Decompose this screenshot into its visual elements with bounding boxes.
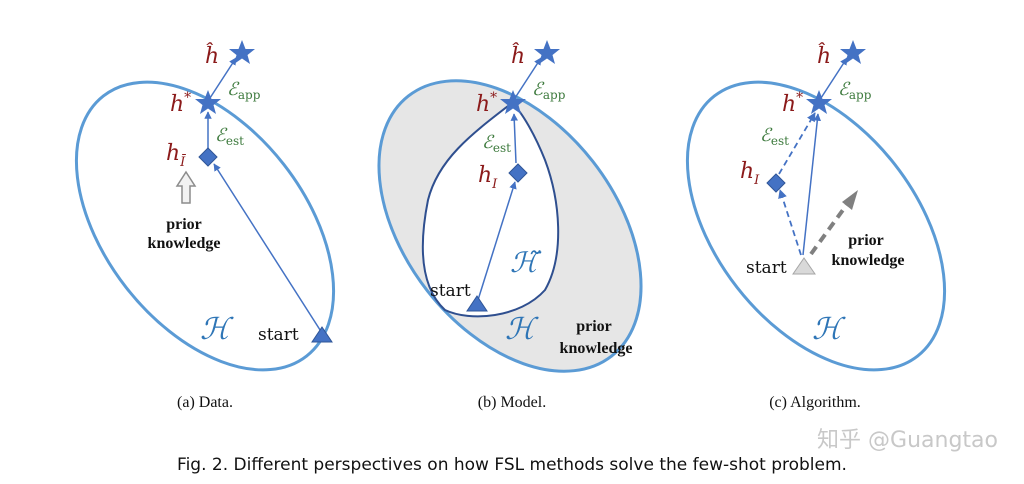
- h-hat-star-icon: [229, 40, 255, 64]
- start-triangle-icon: [466, 295, 488, 312]
- h-star-star-icon: [806, 90, 832, 114]
- h-star-label: h*: [170, 90, 191, 117]
- learning-path-line: [802, 113, 822, 256]
- err-app-label: ℰapp: [532, 79, 566, 102]
- start-label: start: [430, 281, 471, 301]
- prior-knowledge-label-line1: prior: [166, 216, 202, 233]
- approximation-error-line: [820, 57, 848, 99]
- h-i-diamond-icon: [766, 173, 786, 193]
- h-star-label: h*: [782, 90, 803, 117]
- prior-knowledge-arrow-icon: [175, 170, 197, 204]
- approximation-error-line: [514, 57, 542, 99]
- approximation-error-line: [209, 57, 237, 99]
- h-space-label: ℋ: [812, 312, 846, 347]
- prior-knowledge-dashed-arrow: [809, 201, 850, 256]
- estimation-error-dashed-line: [778, 112, 816, 175]
- panel-b-model: ĥ h* ℰapp ℰest hI ℋ̃ start ℋ prior knowl…: [377, 40, 643, 411]
- prior-knowledge-label-line2: knowledge: [832, 252, 905, 269]
- constrained-space-region: [421, 101, 560, 318]
- h-hat-star-icon: [534, 40, 560, 64]
- initialization-dashed-line: [778, 189, 802, 256]
- h-i-bar-label: hĪ: [166, 141, 186, 170]
- h-i-label: hI: [740, 159, 760, 188]
- panel-c-algorithm: ĥ h* ℰapp ℰest hI prior knowledge start …: [685, 40, 947, 411]
- prior-knowledge-label-line2: knowledge: [148, 235, 221, 252]
- prior-knowledge-arrowhead-icon: [842, 190, 858, 210]
- prior-knowledge-label-line1: prior: [576, 318, 612, 335]
- caption-c: (c) Algorithm.: [769, 394, 861, 411]
- prior-knowledge-label-line2: knowledge: [560, 340, 633, 357]
- start-label: start: [258, 325, 299, 345]
- learning-path-line: [477, 181, 517, 301]
- h-i-diamond-icon: [508, 163, 528, 183]
- h-star-star-icon: [195, 90, 221, 114]
- h-space-label: ℋ: [200, 312, 234, 347]
- h-star-label: h*: [476, 90, 497, 117]
- err-est-label: ℰest: [482, 132, 511, 155]
- h-i-diamond-icon: [198, 147, 218, 167]
- watermark: 知乎 @Guangtao: [817, 428, 998, 453]
- h-star-star-icon: [500, 90, 526, 114]
- start-label: start: [746, 258, 787, 278]
- start-triangle-icon: [792, 257, 816, 275]
- caption-a: (a) Data.: [177, 394, 233, 411]
- h-hat-star-icon: [840, 40, 866, 64]
- h-hat-label: ĥ: [511, 42, 525, 69]
- hypothesis-space-ellipse: [74, 80, 336, 372]
- prior-knowledge-label-line1: prior: [848, 232, 884, 249]
- err-est-label: ℰest: [760, 125, 789, 148]
- hypothesis-space-ellipse: [685, 80, 947, 372]
- h-hat-label: ĥ: [205, 42, 219, 69]
- start-triangle-icon: [311, 326, 333, 343]
- h-tilde-space-label: ℋ̃: [510, 246, 542, 279]
- err-app-label: ℰapp: [838, 79, 872, 102]
- h-i-label: hI: [478, 163, 498, 192]
- figure-caption: Fig. 2. Different perspectives on how FS…: [177, 455, 847, 475]
- err-est-label: ℰest: [215, 125, 244, 148]
- estimation-error-line: [510, 113, 519, 164]
- h-hat-label: ĥ: [817, 42, 831, 69]
- panel-a-data: ĥ h* ℰapp ℰest hĪ prior knowledge ℋ star…: [74, 40, 336, 411]
- err-app-label: ℰapp: [227, 79, 261, 102]
- learning-path-line: [213, 163, 323, 334]
- h-space-label: ℋ: [505, 312, 539, 347]
- caption-b: (b) Model.: [478, 394, 546, 411]
